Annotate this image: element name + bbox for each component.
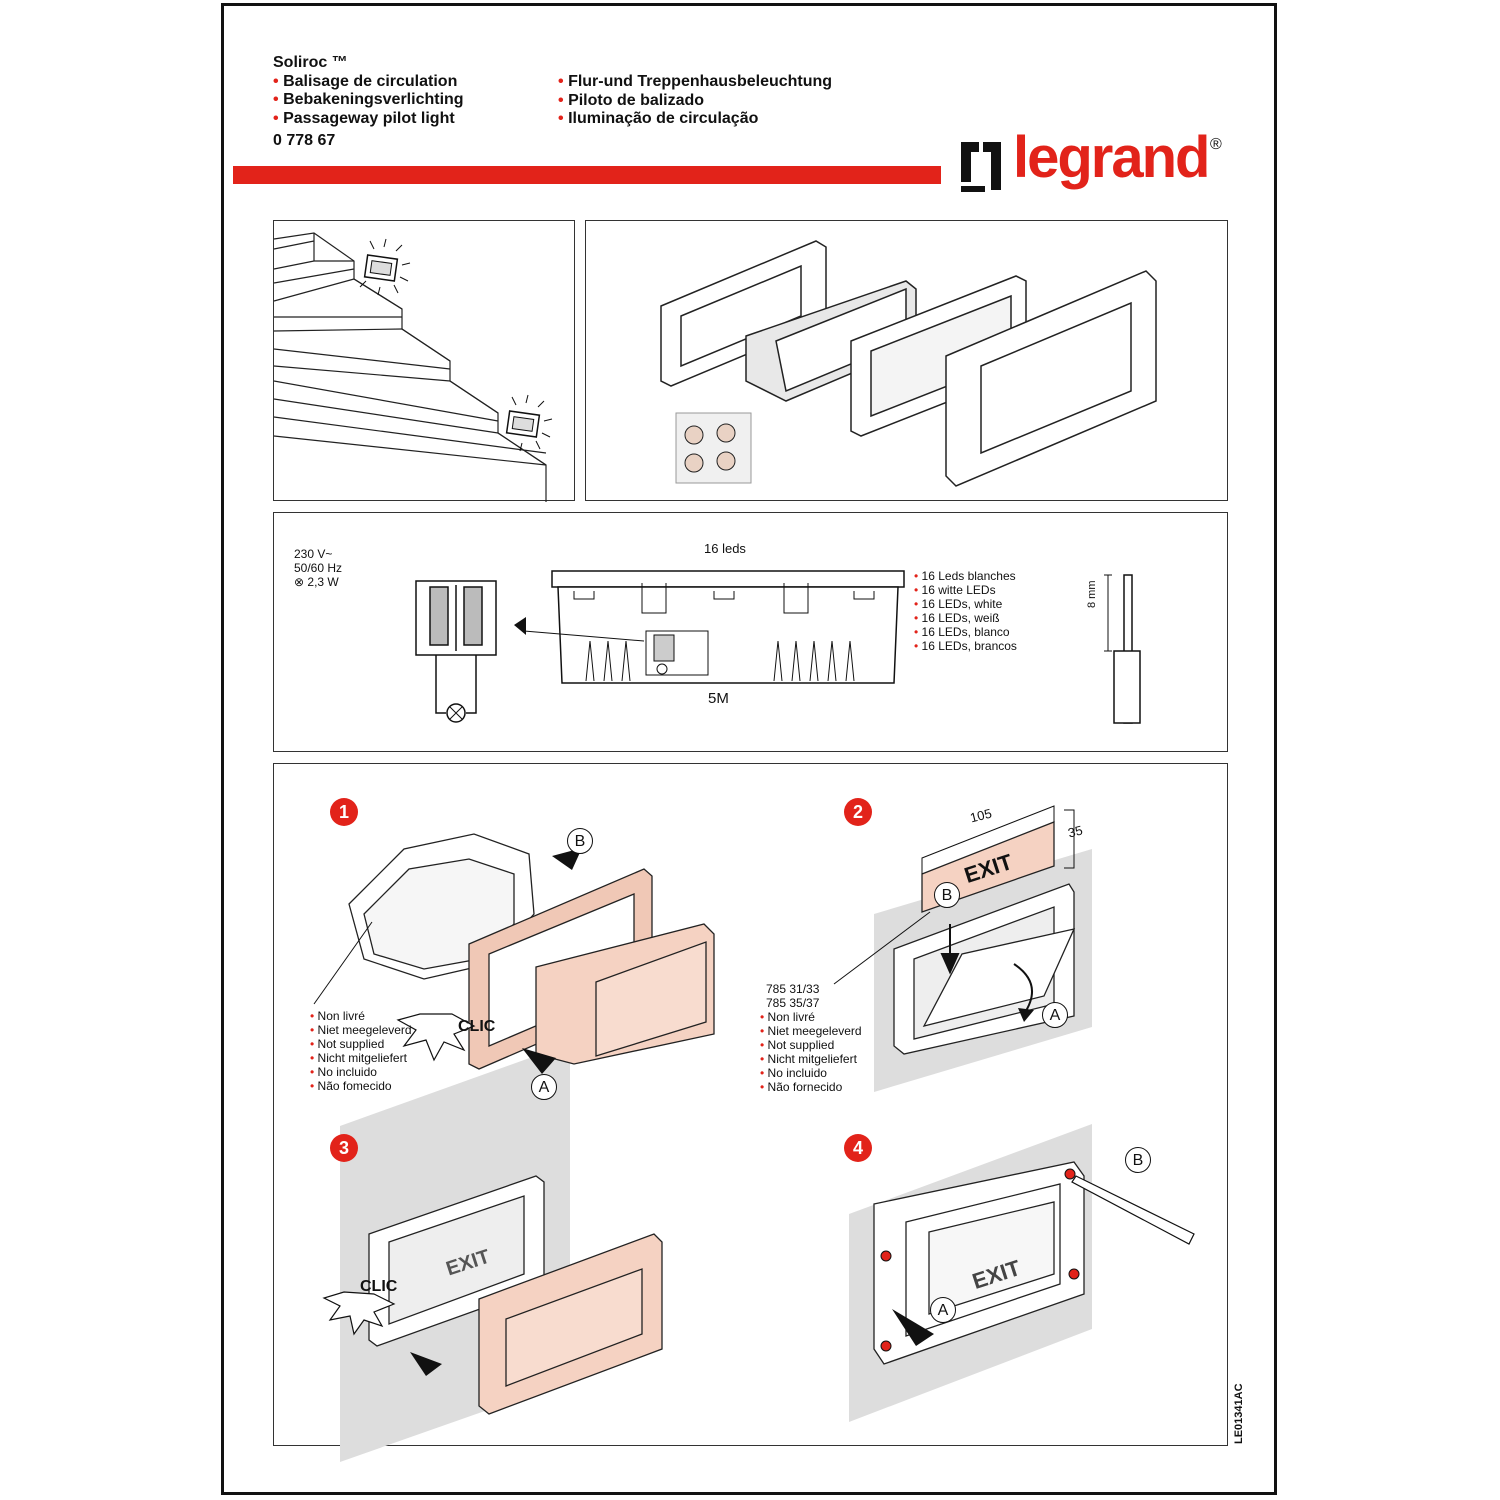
product-name: Soliroc ™ xyxy=(273,54,348,71)
step-1-not-supplied-list: • Non livré • Niet meegeleverd • Not sup… xyxy=(310,1009,412,1093)
steps-illustrations xyxy=(313,805,1195,1462)
legrand-mark-icon xyxy=(961,142,1001,192)
logo-wordmark: legrand xyxy=(1013,125,1210,190)
document-code: LE01341AC xyxy=(1233,1383,1245,1444)
frequency-text: 50/60 Hz xyxy=(294,561,343,575)
title-fr: • Balisage de circulation xyxy=(273,72,458,90)
header-red-bar xyxy=(233,166,941,184)
stairs-illustration-panel xyxy=(273,220,575,502)
step-2-label-a: A xyxy=(1042,1002,1068,1028)
leds-count-label: 16 leds xyxy=(704,541,746,556)
exploded-components-illustration xyxy=(660,240,1157,487)
title-es: • Piloto de balizado xyxy=(558,91,705,109)
module-size-label: 5M xyxy=(708,690,729,707)
step-1-badge: 1 xyxy=(330,798,358,826)
step-1-clic: CLIC xyxy=(458,1018,496,1035)
step-2-not-supplied-list: • Non livré • Niet meegeleverd • Not sup… xyxy=(760,1010,862,1094)
step-4-label-b: B xyxy=(1125,1147,1151,1173)
step-2-badge: 2 xyxy=(844,798,872,826)
step-1-label-b: B xyxy=(567,828,593,854)
components-illustration-panel xyxy=(585,220,1228,501)
legrand-logo: legrand ® xyxy=(955,125,1235,205)
title-pt: • Iluminação de circulação xyxy=(558,110,759,127)
header-right: • Flur-und Treppenhausbeleuchtung • Pilo… xyxy=(558,73,832,129)
registered-mark: ® xyxy=(1210,136,1222,153)
page-frame xyxy=(221,3,1277,1495)
specifications-panel: 230 V~ 50/60 Hz ⊗ 2,3 W 16 leds 5M • 16 … xyxy=(273,512,1228,752)
step-3-clic: CLIC xyxy=(360,1278,398,1295)
title-de: • Flur-und Treppenhausbeleuchtung xyxy=(558,73,833,90)
wiring-diagram xyxy=(415,570,1141,724)
led-type-list: • 16 Leds blanches • 16 witte LEDs • 16 … xyxy=(914,569,1017,653)
step-3-badge: 3 xyxy=(330,1134,358,1162)
electrical-specs: 230 V~ 50/60 Hz ⊗ 2,3 W xyxy=(294,547,342,589)
step-4-label-a: A xyxy=(930,1297,956,1323)
power-text: ⊗ 2,3 W xyxy=(294,575,339,589)
step-2-label-b: B xyxy=(934,882,960,908)
title-nl: • Bebakeningsverlichting xyxy=(273,91,464,108)
installation-steps-panel: 1 2 3 4 B A CLIC • Non livré • Niet meeg… xyxy=(273,763,1228,1462)
reference-number: 0 778 67 xyxy=(273,132,336,149)
header-left: Soliroc ™ • Balisage de circulation • Be… xyxy=(273,54,464,151)
stairs-illustration xyxy=(273,232,553,502)
step-1-label-a: A xyxy=(531,1074,557,1100)
step-2-compatible-refs: 785 31/33 785 35/37 xyxy=(766,982,820,1010)
step-4-badge: 4 xyxy=(844,1134,872,1162)
voltage-text: 230 V~ xyxy=(294,547,333,561)
title-en: • Passageway pilot light xyxy=(273,109,455,127)
